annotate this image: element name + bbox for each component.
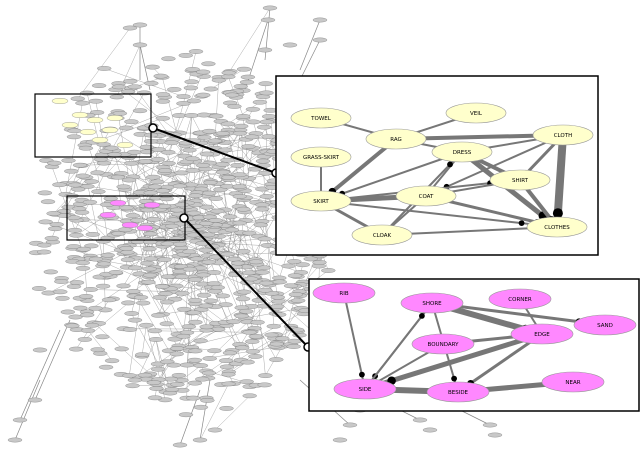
edge-marker-skirt-clothes [518, 220, 525, 227]
node-boundary-shape [411, 333, 475, 355]
node-corner: CORNER [488, 288, 552, 310]
node-shore-label: SHORE [422, 301, 442, 307]
edge-marker-rib-side [359, 371, 365, 378]
node-corner-label: CORNER [508, 297, 532, 303]
node-side: SIDE [333, 378, 397, 400]
node-clothes: CLOTHES [526, 216, 588, 238]
node-coat-label: COAT [419, 194, 434, 200]
node-near-shape [541, 371, 605, 393]
edge-marker-cloak-dress [447, 161, 453, 168]
node-boundary: BOUNDARY [411, 333, 475, 355]
node-coat-shape [395, 185, 457, 207]
places-inset: RIB SHORE CORNER SAND BOUNDARY EDGE SIDE BESIDE… [308, 278, 640, 412]
node-rag: RAG [365, 128, 427, 150]
node-cloth-shape [532, 124, 594, 146]
node-beside: BESIDE [426, 381, 490, 403]
node-grass_skirt: GRASS-SKIRT [290, 146, 352, 168]
node-towel-shape [290, 107, 352, 129]
node-veil-shape [445, 102, 507, 124]
clothing-inset: TOWEL VEIL RAG CLOTH DRESS GRASS-SKIRT SHIRT SK… [275, 75, 599, 256]
node-rag-shape [365, 128, 427, 150]
background-pink-cluster [99, 199, 161, 231]
node-edge-label: EDGE [534, 332, 550, 338]
node-dress-shape [431, 141, 493, 163]
node-rib: RIB [312, 282, 376, 304]
node-cloak: CLOAK [351, 224, 413, 246]
node-rib-label: RIB [339, 291, 348, 297]
node-shore: SHORE [400, 292, 464, 314]
edge-marker-cloth-clothes [552, 208, 563, 219]
node-edge: EDGE [510, 323, 574, 345]
node-beside-label: BESIDE [448, 390, 469, 396]
node-sand-label: SAND [597, 323, 613, 329]
node-skirt-label: SKIRT [313, 199, 329, 205]
node-shirt: SHIRT [489, 169, 551, 191]
node-grass_skirt-label: GRASS-SKIRT [303, 155, 340, 161]
node-shore-shape [400, 292, 464, 314]
node-cloak-shape [351, 224, 413, 246]
node-towel: TOWEL [290, 107, 352, 129]
node-near-label: NEAR [565, 380, 580, 386]
node-sand: SAND [573, 314, 637, 336]
node-rag-label: RAG [390, 137, 402, 143]
node-corner-shape [488, 288, 552, 310]
node-edge-shape [510, 323, 574, 345]
node-side-label: SIDE [359, 387, 372, 393]
node-rib-shape [312, 282, 376, 304]
node-side-shape [333, 378, 397, 400]
node-cloak-label: CLOAK [373, 233, 392, 239]
node-clothes-shape [526, 216, 588, 238]
node-dress: DRESS [431, 141, 493, 163]
node-cloth: CLOTH [532, 124, 594, 146]
node-shirt-shape [489, 169, 551, 191]
node-near: NEAR [541, 371, 605, 393]
node-shirt-label: SHIRT [512, 178, 529, 184]
node-beside-shape [426, 381, 490, 403]
edge-marker-shore-beside [451, 375, 457, 382]
node-towel-label: TOWEL [310, 116, 332, 122]
node-skirt: SKIRT [290, 190, 352, 212]
node-veil: VEIL [445, 102, 507, 124]
node-clothes-label: CLOTHES [544, 225, 570, 231]
edge-skirt-clothes [320, 200, 558, 228]
node-veil-label: VEIL [470, 111, 483, 117]
node-grass_skirt-shape [290, 146, 352, 168]
node-skirt-shape [290, 190, 352, 212]
node-sand-shape [573, 314, 637, 336]
node-cloth-label: CLOTH [554, 133, 573, 139]
node-dress-label: DRESS [453, 150, 472, 156]
node-boundary-label: BOUNDARY [428, 342, 460, 348]
edge-marker-side-shore [419, 313, 425, 319]
background-yellow-cluster [51, 97, 134, 148]
node-coat: COAT [395, 185, 457, 207]
